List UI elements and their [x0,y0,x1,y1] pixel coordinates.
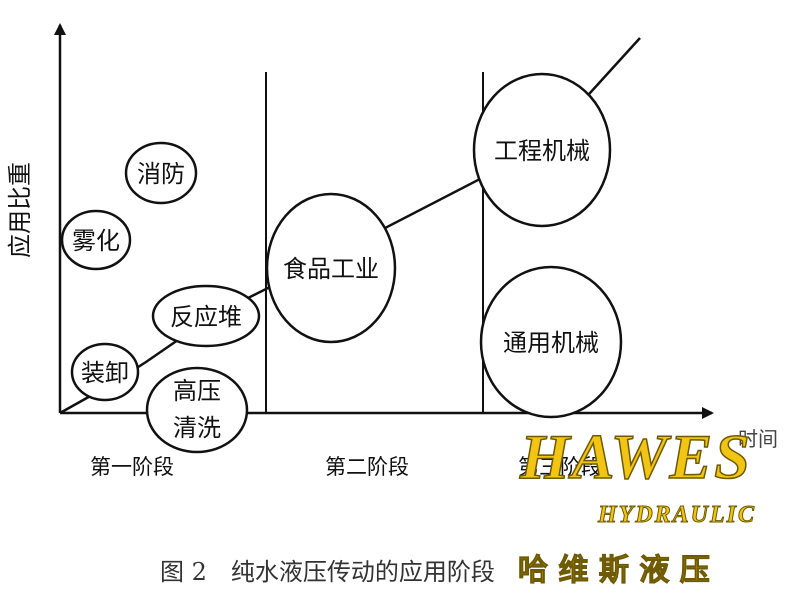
svg-text:HYDRAULIC: HYDRAULIC [597,502,756,528]
node-reactor: 反应堆 [151,284,261,348]
svg-text:雾化: 雾化 [72,227,120,255]
svg-text:哈 维 斯 液 压: 哈 维 斯 液 压 [518,553,710,588]
svg-text:HAWES: HAWES [519,421,752,492]
svg-text:装卸: 装卸 [81,359,129,387]
figure-caption: 图 2 纯水液压传动的应用阶段 [160,558,495,586]
node-fire: 消防 [124,141,198,205]
node-atomize: 雾化 [60,209,132,271]
node-general-machinery: 通用机械 [479,265,623,419]
node-engineering-machinery: 工程机械 [472,72,612,228]
svg-text:消防: 消防 [137,160,185,188]
svg-text:食品工业: 食品工业 [283,255,379,283]
node-high-pressure-cleaning: 高压 清洗 [145,366,249,454]
hawes-hydraulic-logo: HAWES HYDRAULIC 哈 维 斯 液 压 [518,420,756,588]
svg-text:工程机械: 工程机械 [494,137,590,165]
y-axis-label: 应用比重 [6,162,34,258]
stage-label-1: 第一阶段 [90,455,174,479]
stage-label-3: 第三阶段 [518,455,602,479]
svg-text:清洗: 清洗 [173,414,221,442]
stage-label-2: 第二阶段 [325,455,409,479]
svg-text:反应堆: 反应堆 [170,303,242,331]
svg-text:通用机械: 通用机械 [503,329,599,357]
node-food-industry: 食品工业 [265,192,397,344]
svg-text:高压: 高压 [173,377,221,405]
node-loading: 装卸 [70,342,140,402]
x-axis-label: 时间 [738,427,778,451]
